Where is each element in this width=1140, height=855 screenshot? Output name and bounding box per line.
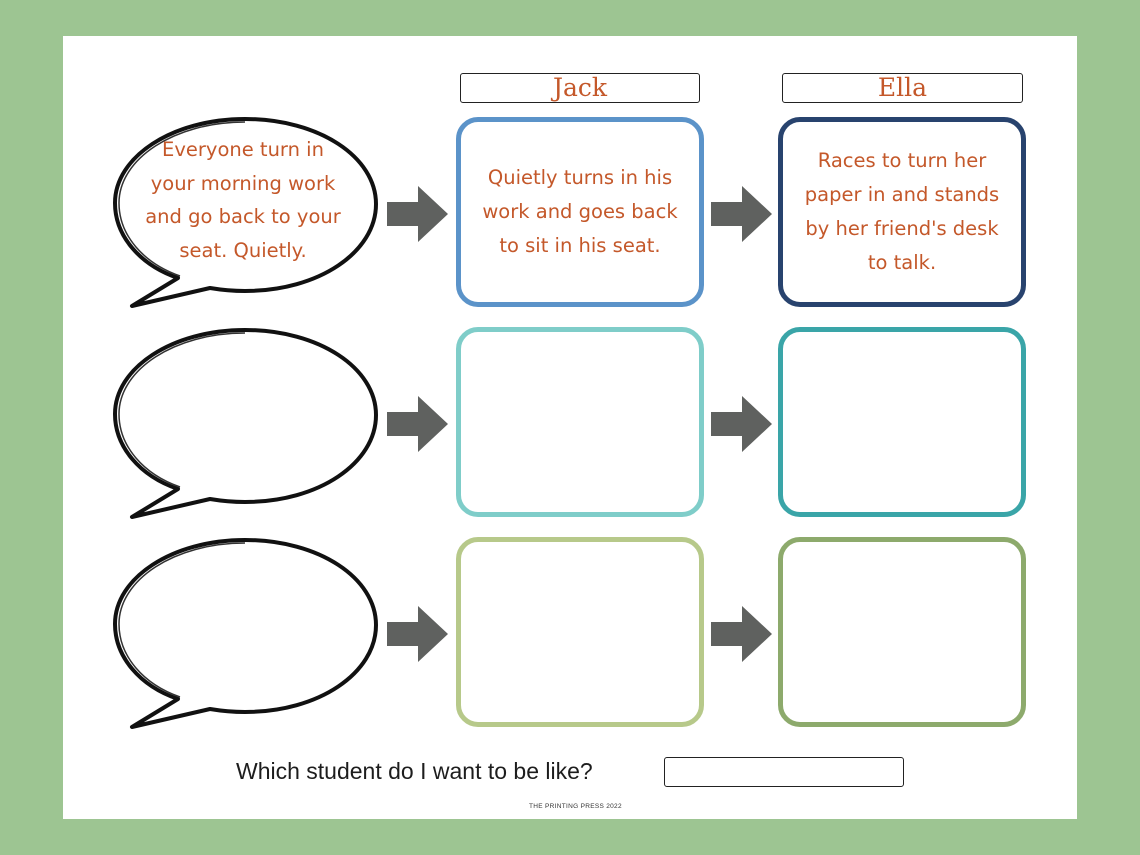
jack-response-card-row-2[interactable] [456, 327, 704, 517]
arrow-right-icon [387, 396, 448, 452]
speech-bubble-row-2[interactable] [110, 324, 382, 524]
ella-response-card-row-2[interactable] [778, 327, 1026, 517]
speech-bubble-row-1: Everyone turn in your morning work and g… [110, 113, 382, 313]
answer-box[interactable] [664, 757, 904, 787]
prompt-text-row-1: Everyone turn in your morning work and g… [145, 138, 341, 262]
arrow-right-icon [711, 606, 772, 662]
arrow-right-icon [387, 186, 448, 242]
jack-response-card-row-3[interactable] [456, 537, 704, 727]
reflection-question: Which student do I want to be like? [236, 758, 593, 784]
ella-response-text-row-1: Races to turn her paper in and stands by… [804, 149, 1000, 274]
jack-response-card-row-1[interactable]: Quietly turns in his work and goes back … [456, 117, 704, 307]
arrow-right-icon [711, 186, 772, 242]
jack-response-text-row-1: Quietly turns in his work and goes back … [482, 166, 678, 257]
arrow-right-icon [387, 606, 448, 662]
student-name-ella: Ella [782, 73, 1023, 103]
credit-text: THE PRINTING PRESS 2022 [529, 803, 622, 810]
ella-response-card-row-3[interactable] [778, 537, 1026, 727]
ella-response-card-row-1[interactable]: Races to turn her paper in and stands by… [778, 117, 1026, 307]
arrow-right-icon [711, 396, 772, 452]
speech-bubble-row-3[interactable] [110, 534, 382, 734]
student-name-jack: Jack [460, 73, 700, 103]
